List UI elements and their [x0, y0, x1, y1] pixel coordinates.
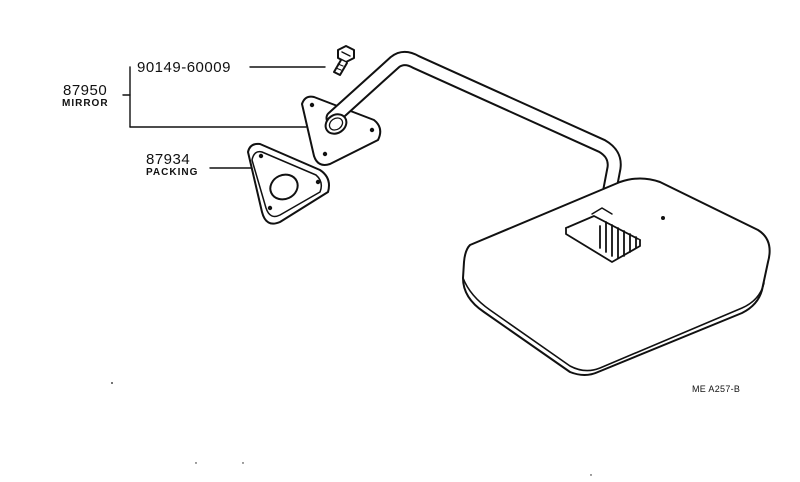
screw-part: [333, 45, 355, 76]
packing-part: [247, 142, 330, 225]
packing-part-name: PACKING: [146, 167, 199, 178]
diagram-reference-code: ME A257-B: [692, 384, 741, 394]
scan-specks: [111, 382, 592, 476]
packing-part-number: 87934: [146, 151, 191, 168]
screw-part-number: 90149-60009: [137, 59, 231, 76]
mirror-bracket: [565, 207, 641, 263]
leader-lines: [122, 66, 326, 169]
mirror-part-number: 87950: [63, 82, 108, 99]
mirror-arm: [324, 51, 622, 218]
mirror-part-name: MIRROR: [62, 98, 109, 109]
mirror-head: [462, 177, 771, 376]
